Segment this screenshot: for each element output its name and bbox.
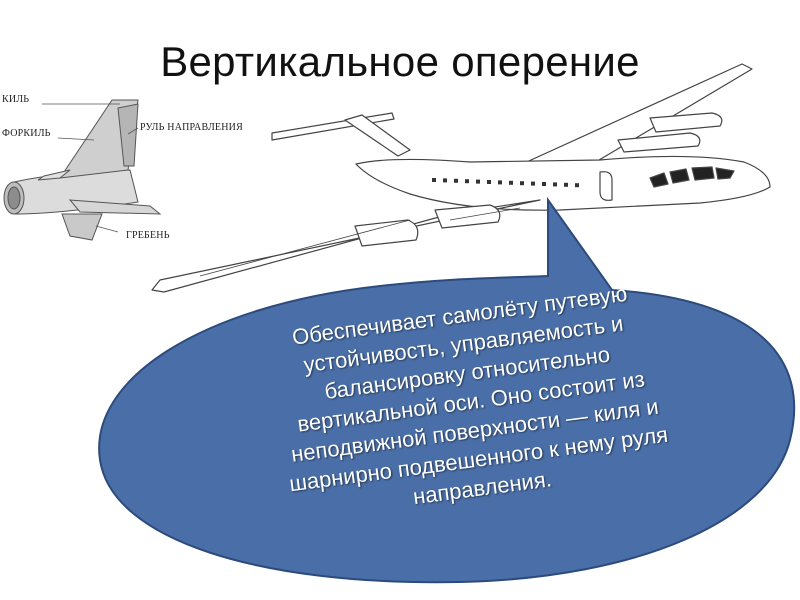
window-dot [476, 179, 480, 184]
window-dot [509, 180, 513, 185]
window-dot [465, 179, 469, 184]
label-rul-napravleniya: РУЛЬ НАПРАВЛЕНИЯ [140, 122, 243, 133]
window-dot [542, 182, 546, 186]
fin-diagram [3, 99, 162, 241]
window-dot [553, 182, 557, 187]
window-dot [443, 178, 447, 183]
window-dot [520, 181, 524, 186]
window-row [432, 178, 579, 188]
label-forkil: ФОРКИЛЬ [2, 128, 51, 139]
slide-title: Вертикальное оперение [160, 38, 640, 85]
window-dot [487, 180, 491, 184]
callout-bubble [98, 196, 796, 584]
window-dot [498, 180, 502, 185]
window-dot [564, 182, 568, 187]
label-greben: ГРЕБЕНЬ [126, 230, 170, 241]
window-dot [432, 178, 436, 182]
window-dot [454, 178, 458, 183]
window-dot [531, 181, 535, 186]
airliner-illustration [151, 63, 771, 293]
label-kil: КИЛЬ [2, 94, 30, 105]
window-dot [575, 183, 579, 188]
